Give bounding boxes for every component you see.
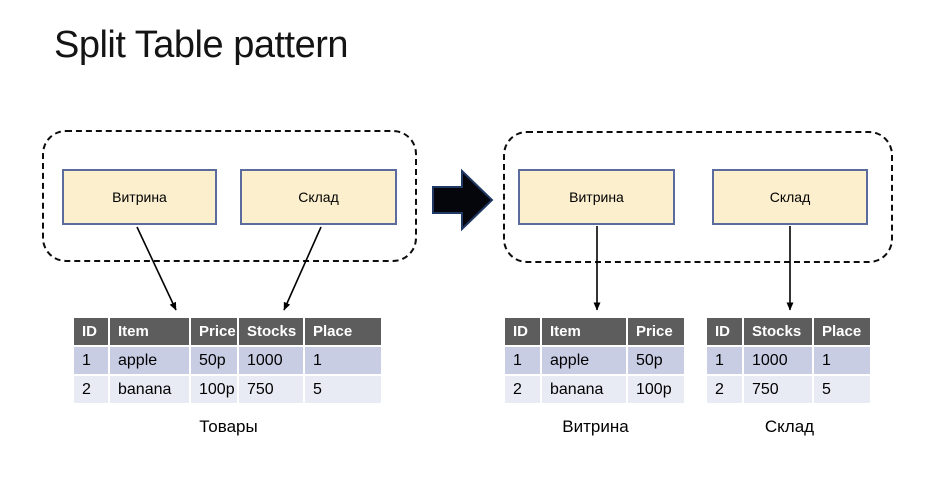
after-table-sklad: ID Stocks Place 1 1000 1 2 750 5 (705, 316, 872, 405)
cell: 50p (628, 347, 684, 374)
cell: 750 (239, 376, 303, 403)
col-header-item: Item (542, 318, 626, 345)
page-title: Split Table pattern (54, 24, 349, 66)
after-table-vitrina-caption: Витрина (562, 417, 629, 436)
table-row: 2 banana 100p 750 5 (74, 376, 381, 403)
cell: 1 (305, 347, 381, 374)
table-row: 2 banana 100p (505, 376, 684, 403)
cell: banana (542, 376, 626, 403)
cell: banana (110, 376, 189, 403)
col-header-id: ID (74, 318, 108, 345)
cell: 1000 (744, 347, 812, 374)
after-group-border (503, 131, 893, 263)
cell: 100p (628, 376, 684, 403)
cell: 1000 (239, 347, 303, 374)
table-row: 1 1000 1 (707, 347, 870, 374)
col-header-place: Place (305, 318, 381, 345)
before-table: ID Item Price Stocks Place 1 apple 50p 1… (72, 316, 383, 405)
col-header-stocks: Stocks (239, 318, 303, 345)
cell: 50p (191, 347, 237, 374)
col-header-item: Item (110, 318, 189, 345)
col-header-price: Price (628, 318, 684, 345)
cell: 5 (814, 376, 870, 403)
after-table-sklad-caption: Склад (764, 417, 815, 436)
cell: 5 (305, 376, 381, 403)
table-row: 1 apple 50p 1000 1 (74, 347, 381, 374)
col-header-stocks: Stocks (744, 318, 812, 345)
after-box-vitrina: Витрина (518, 169, 675, 225)
before-table-caption: Товары (199, 417, 258, 436)
after-box-sklad: Склад (712, 169, 868, 225)
before-box-sklad-label: Склад (298, 189, 339, 205)
cell: 2 (505, 376, 540, 403)
cell: 750 (744, 376, 812, 403)
col-header-place: Place (814, 318, 870, 345)
cell: apple (542, 347, 626, 374)
col-header-id: ID (707, 318, 742, 345)
before-box-vitrina: Витрина (62, 169, 217, 225)
table-row: 2 750 5 (707, 376, 870, 403)
transform-right-arrow-icon (432, 168, 494, 232)
after-box-sklad-label: Склад (769, 189, 811, 205)
cell: apple (110, 347, 189, 374)
table-row: 1 apple 50p (505, 347, 684, 374)
after-table-vitrina-header-row: ID Item Price (505, 318, 684, 345)
after-table-sklad-header-row: ID Stocks Place (707, 318, 870, 345)
before-box-vitrina-label: Витрина (112, 189, 167, 205)
before-group-border (42, 130, 417, 262)
col-header-price: Price (191, 318, 237, 345)
cell: 1 (814, 347, 870, 374)
cell: 2 (74, 376, 108, 403)
before-box-sklad: Склад (240, 169, 397, 225)
cell: 1 (505, 347, 540, 374)
cell: 100p (191, 376, 237, 403)
col-header-id: ID (505, 318, 540, 345)
after-box-vitrina-label: Витрина (569, 189, 624, 205)
cell: 1 (707, 347, 742, 374)
cell: 2 (707, 376, 742, 403)
before-table-header-row: ID Item Price Stocks Place (74, 318, 381, 345)
after-table-vitrina: ID Item Price 1 apple 50p 2 banana 100p (503, 316, 686, 405)
cell: 1 (74, 347, 108, 374)
